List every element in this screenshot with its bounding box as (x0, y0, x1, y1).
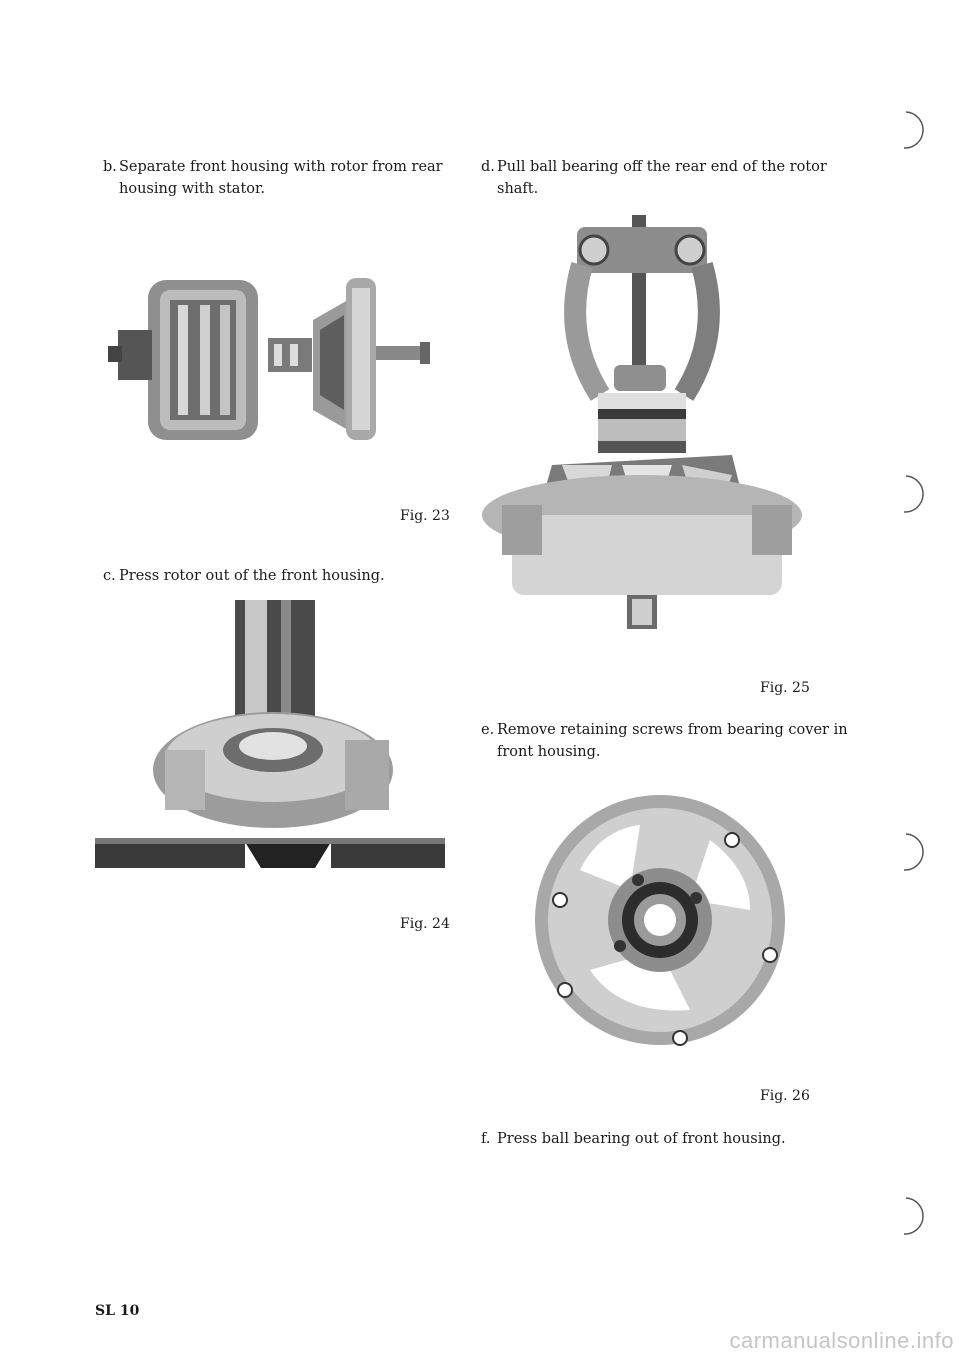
page-code: SL 10 (95, 1303, 140, 1319)
step-b: b.Separate front housing with rotor from… (103, 156, 463, 200)
fig-24-photo (95, 600, 445, 890)
rear-housing-stator (108, 280, 258, 440)
step-d: d.Pull ball bearing off the rear end of … (481, 156, 841, 200)
fig-24-caption: Fig. 24 (400, 916, 450, 932)
fig-25-photo (482, 215, 822, 665)
step-f: f. Press ball bearing out of front housin… (481, 1128, 841, 1150)
step-b-line2: housing with stator. (119, 181, 265, 197)
fig-26-photo (520, 780, 800, 1060)
step-e: e.Remove retaining screws from bearing c… (481, 719, 851, 763)
step-b-line1: Separate front housing with rotor from r… (119, 159, 443, 175)
rotor-shaft-end (627, 595, 657, 629)
step-e-line2: front housing. (497, 744, 601, 760)
press-ram (235, 600, 315, 731)
step-d-line2: shaft. (497, 181, 539, 197)
bearing-puller (564, 215, 720, 401)
step-d-line1: Pull ball bearing off the rear end of th… (497, 159, 827, 175)
step-b-letter: b. (103, 159, 117, 175)
watermark: carmanualsonline.info (729, 1328, 954, 1353)
front-housing-bearing-cover (535, 795, 785, 1046)
step-f-letter: f. (481, 1131, 491, 1147)
fig-26-caption: Fig. 26 (760, 1088, 810, 1104)
press-table (95, 838, 445, 868)
step-d-letter: d. (481, 159, 495, 175)
rear-housing (482, 475, 802, 595)
step-f-line1: Press ball bearing out of front housing. (497, 1131, 786, 1147)
punch-hole-icon (903, 475, 924, 513)
punch-hole-icon (903, 833, 924, 871)
step-e-letter: e. (481, 722, 495, 738)
front-housing (153, 712, 393, 828)
step-e-line1: Remove retaining screws from bearing cov… (497, 722, 848, 738)
punch-hole-icon (903, 111, 924, 149)
step-c: c.Press rotor out of the front housing. (103, 565, 463, 587)
step-c-letter: c. (103, 568, 116, 584)
fig-25-caption: Fig. 25 (760, 680, 810, 696)
ball-bearing (598, 393, 686, 453)
step-c-line1: Press rotor out of the front housing. (119, 568, 385, 584)
punch-hole-icon (903, 1197, 924, 1235)
fig-23-photo (108, 260, 448, 460)
front-housing-rotor (268, 278, 430, 440)
fig-23-caption: Fig. 23 (400, 508, 450, 524)
